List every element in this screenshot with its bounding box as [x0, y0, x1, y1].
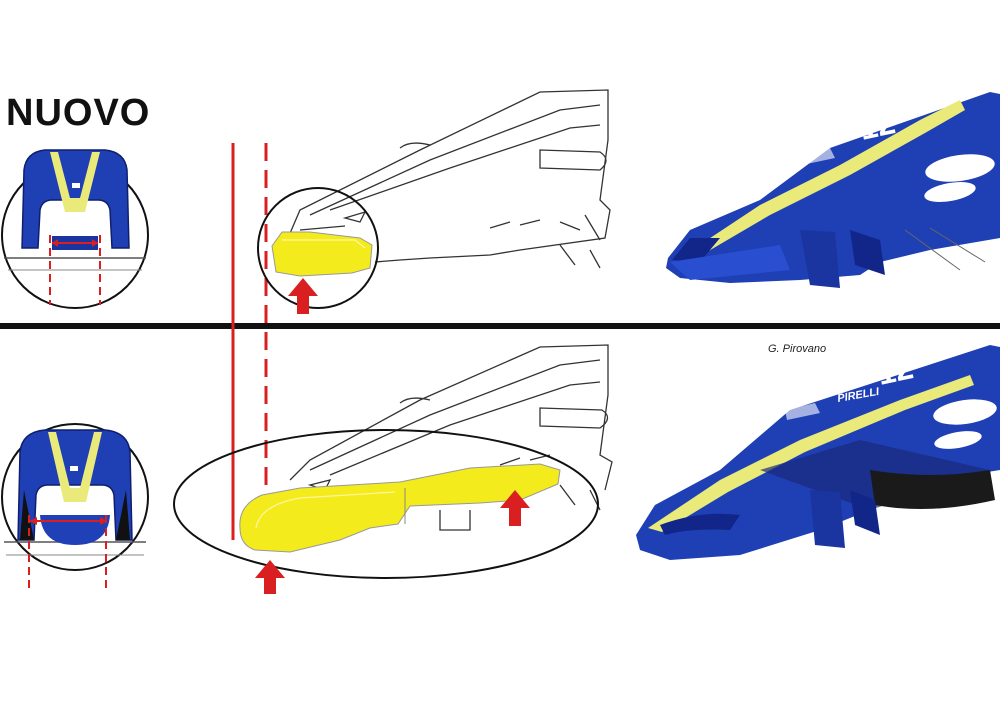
front-view-old	[1, 423, 149, 588]
car-render-new: 12 PIRELLI	[666, 92, 1000, 288]
arrow-up-bottom-right	[500, 490, 530, 526]
car-render-old: 12 PIRELLI	[636, 345, 1000, 560]
car-number-bottom: 12	[874, 349, 916, 392]
nose-highlight-new	[271, 231, 373, 277]
front-view-new	[1, 149, 149, 309]
zoom-circle-top	[257, 187, 379, 309]
arrow-up-bottom-left	[255, 560, 285, 594]
arrow-up-top	[288, 278, 318, 314]
section-title-new: NUOVO	[6, 92, 151, 134]
zoom-ellipse-bottom	[173, 429, 599, 579]
artist-credit: G. Pirovano	[768, 343, 827, 355]
car-number-top: 12	[856, 104, 898, 147]
side-view-new	[284, 89, 611, 269]
